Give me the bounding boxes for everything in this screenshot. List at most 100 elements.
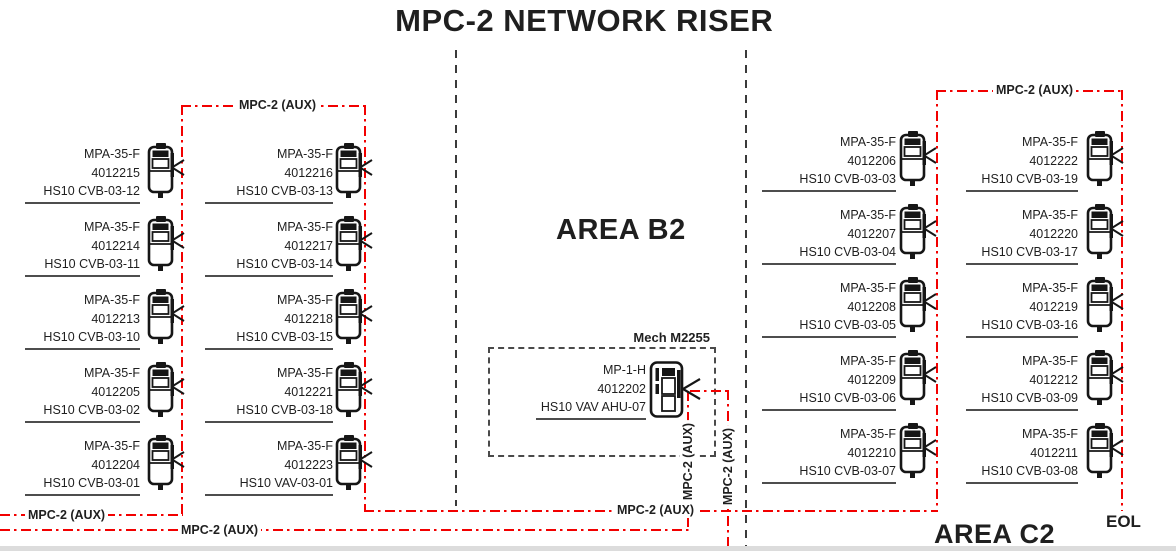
bus-drop-chevron-icon (923, 147, 937, 164)
mpa-controller-icon (335, 435, 362, 490)
bus-drop-chevron-icon (359, 232, 373, 249)
mpa-controller-icon (1086, 277, 1113, 332)
mpa-controller-icon (335, 216, 362, 271)
device-tag-label: HS10 CVB-03-18 (236, 403, 333, 417)
device-id-label: 4012222 (1029, 153, 1078, 168)
bottom-edge-strip (0, 546, 1176, 551)
device-tag-label: HS10 CVB-03-05 (799, 318, 896, 332)
aux-bus-label-right-top: MPC-2 (AUX) (993, 83, 1077, 98)
device-id-label: 4012207 (847, 226, 896, 241)
device-4012210: MPA-35-F 4012210 HS10 CVB-03-07 (762, 425, 896, 484)
mpa-controller-icon (899, 277, 926, 332)
device-model-label: MPA-35-F (1021, 208, 1078, 222)
mpa-controller-icon (335, 289, 362, 344)
device-tag-label: HS10 CVB-03-11 (44, 257, 140, 271)
mpa-controller-icon (899, 131, 926, 186)
device-id-label: 4012214 (91, 238, 140, 253)
device-model-label: MPA-35-F (1021, 135, 1078, 149)
device-4012204: MPA-35-F 4012204 HS10 CVB-03-01 (25, 437, 140, 496)
aux-bus-left-trunk (181, 105, 183, 517)
device-model-label: MPA-35-F (276, 439, 333, 453)
aux-bus-label-bottom-left2: MPC-2 (AUX) (178, 523, 262, 538)
aux-bus-label-right-drop: MPC-2 (AUX) (720, 425, 736, 509)
device-id-label: 4012210 (847, 445, 896, 460)
device-id-label: 4012208 (847, 299, 896, 314)
device-tag-label: HS10 CVB-03-13 (236, 184, 333, 198)
device-tag-label: HS10 CVB-03-03 (799, 172, 896, 186)
device-4012211: MPA-35-F 4012211 HS10 CVB-03-08 (966, 425, 1078, 484)
device-4012208: MPA-35-F 4012208 HS10 CVB-03-05 (762, 279, 896, 338)
device-tag-label: HS10 CVB-03-04 (799, 245, 896, 259)
device-4012218: MPA-35-F 4012218 HS10 CVB-03-15 (205, 291, 333, 350)
mp-controller-icon (649, 361, 684, 418)
device-id-label: 4012205 (91, 384, 140, 399)
mpa-controller-icon (899, 423, 926, 478)
device-4012209: MPA-35-F 4012209 HS10 CVB-03-06 (762, 352, 896, 411)
area-c2-label: AREA C2 (934, 519, 1056, 549)
device-id-label: 4012202 (597, 381, 646, 396)
bus-drop-chevron-icon (923, 439, 937, 456)
aux-bus-label-bottom-center: MPC-2 (AUX) (614, 503, 698, 518)
device-tag-label: HS10 CVB-03-02 (43, 403, 140, 417)
device-model-label: MPA-35-F (839, 208, 896, 222)
device-model-label: MP-1-H (602, 363, 646, 377)
device-tag-label: HS10 CVB-03-09 (981, 391, 1078, 405)
bus-drop-chevron-icon (1110, 366, 1124, 383)
device-tag-label: HS10 CVB-03-08 (981, 464, 1078, 478)
device-model-label: MPA-35-F (276, 293, 333, 307)
aux-bus-lower-horizontal (0, 529, 689, 531)
device-model-label: MPA-35-F (1021, 354, 1078, 368)
device-model-label: MPA-35-F (276, 366, 333, 380)
bus-drop-chevron-icon (359, 159, 373, 176)
device-model-label: MPA-35-F (83, 147, 140, 161)
device-4012223: MPA-35-F 4012223 HS10 VAV-03-01 (205, 437, 333, 496)
bus-drop-chevron-icon (171, 159, 185, 176)
device-model-label: MPA-35-F (839, 135, 896, 149)
device-4012213: MPA-35-F 4012213 HS10 CVB-03-10 (25, 291, 140, 350)
bus-drop-chevron-icon (1110, 147, 1124, 164)
aux-bus-label-bottom-left: MPC-2 (AUX) (25, 508, 109, 523)
device-id-label: 4012204 (91, 457, 140, 472)
bus-drop-chevron-icon (171, 378, 185, 395)
aux-bus-label-center-drop: MPC-2 (AUX) (680, 420, 696, 504)
mpa-controller-icon (147, 435, 174, 490)
mech-room-box (488, 347, 716, 457)
device-model-label: MPA-35-F (1021, 427, 1078, 441)
device-id-label: 4012209 (847, 372, 896, 387)
bus-drop-chevron-icon (923, 366, 937, 383)
device-4012219: MPA-35-F 4012219 HS10 CVB-03-16 (966, 279, 1078, 338)
bus-drop-chevron-icon (359, 378, 373, 395)
device-id-label: 4012206 (847, 153, 896, 168)
device-tag-label: HS10 CVB-03-06 (799, 391, 896, 405)
bus-drop-chevron-icon (923, 220, 937, 237)
device-id-label: 4012223 (284, 457, 333, 472)
device-4012207: MPA-35-F 4012207 HS10 CVB-03-04 (762, 206, 896, 265)
bus-drop-chevron-icon (1110, 293, 1124, 310)
device-tag-label: HS10 CVB-03-01 (43, 476, 140, 490)
mpa-controller-icon (147, 289, 174, 344)
bus-drop-chevron-icon (923, 293, 937, 310)
device-tag-label: HS10 CVB-03-07 (799, 464, 896, 478)
mpa-controller-icon (899, 204, 926, 259)
device-id-label: 4012219 (1029, 299, 1078, 314)
device-model-label: MPA-35-F (839, 354, 896, 368)
device-4012206: MPA-35-F 4012206 HS10 CVB-03-03 (762, 133, 896, 192)
device-id-label: 4012220 (1029, 226, 1078, 241)
device-4012222: MPA-35-F 4012222 HS10 CVB-03-19 (966, 133, 1078, 192)
device-id-label: 4012212 (1029, 372, 1078, 387)
device-id-label: 4012218 (284, 311, 333, 326)
device-4012221: MPA-35-F 4012221 HS10 CVB-03-18 (205, 364, 333, 423)
mpa-controller-icon (335, 362, 362, 417)
device-4012202: MP-1-H 4012202 HS10 VAV AHU-07 (536, 361, 646, 420)
device-4012216: MPA-35-F 4012216 HS10 CVB-03-13 (205, 145, 333, 204)
device-tag-label: HS10 CVB-03-14 (236, 257, 333, 271)
aux-bus-col3-trunk (936, 90, 938, 512)
device-model-label: MPA-35-F (1021, 281, 1078, 295)
mpa-controller-icon (1086, 423, 1113, 478)
device-4012212: MPA-35-F 4012212 HS10 CVB-03-09 (966, 352, 1078, 411)
device-model-label: MPA-35-F (839, 427, 896, 441)
mpa-controller-icon (147, 143, 174, 198)
device-4012217: MPA-35-F 4012217 HS10 CVB-03-14 (205, 218, 333, 277)
bus-drop-chevron-icon (1110, 220, 1124, 237)
device-4012220: MPA-35-F 4012220 HS10 CVB-03-17 (966, 206, 1078, 265)
